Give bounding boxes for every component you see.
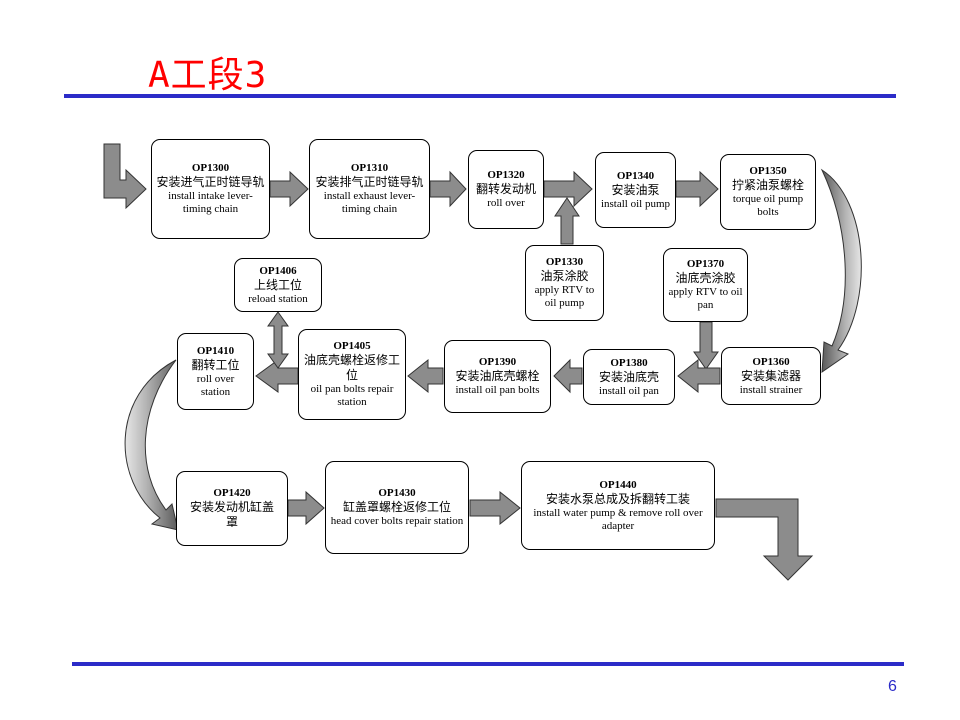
step-op1360: OP1360 安装集滤器 install strainer xyxy=(721,347,821,405)
step-name-en: apply RTV to oil pump xyxy=(534,284,595,309)
step-code: OP1320 xyxy=(487,169,525,181)
arrow-op1390-op1405 xyxy=(407,358,444,394)
arrow-op1370-down xyxy=(693,321,719,370)
arrow-op1310-op1320 xyxy=(429,170,467,208)
step-name-en: head cover bolts repair station xyxy=(330,515,464,527)
step-name-en: install intake lever-timing chain xyxy=(168,190,253,215)
step-name-en: reload station xyxy=(248,292,308,305)
step-name-en: install strainer xyxy=(739,383,803,396)
step-name-cn: 翻转工位 xyxy=(191,357,240,372)
step-op1440: OP1440 安装水泵总成及拆翻转工装 install water pump &… xyxy=(521,461,715,550)
step-code: OP1310 xyxy=(350,162,389,174)
step-name-en: apply RTV to oil pan xyxy=(668,286,743,311)
step-name-cn: 上线工位 xyxy=(253,277,302,292)
step-code: OP1360 xyxy=(752,355,790,368)
step-op1420: OP1420 安装发动机缸盖罩 xyxy=(176,471,288,546)
step-op1330: OP1330 油泵涂胶 apply RTV to oil pump xyxy=(525,245,604,321)
step-name-en: oil pan bolts repair station xyxy=(310,383,394,408)
arrow-op1380-op1390 xyxy=(553,358,583,394)
step-op1380: OP1380 安装油底壳 install oil pan xyxy=(583,349,675,405)
step-code: OP1370 xyxy=(686,258,725,270)
step-name-cn: 安装油底壳 xyxy=(598,369,659,384)
exit-bent-arrow xyxy=(715,498,814,581)
step-code: OP1380 xyxy=(610,356,648,369)
arrow-op1320-op1340 xyxy=(543,170,593,208)
step-name-en: torque oil pump bolts xyxy=(732,193,804,218)
entry-bent-arrow xyxy=(103,143,147,210)
step-op1406: OP1406 上线工位 reload station xyxy=(234,258,322,312)
arrow-op1360-op1380 xyxy=(677,358,721,394)
step-op1370: OP1370 油底壳涂胶 apply RTV to oil pan xyxy=(663,248,748,322)
step-op1430: OP1430 缸盖罩螺栓返修工位 head cover bolts repair… xyxy=(325,461,469,554)
step-code: OP1420 xyxy=(213,487,251,499)
step-op1350: OP1350 拧紧油泵螺栓 torque oil pump bolts xyxy=(720,154,816,230)
step-name-en: install exhaust lever- timing chain xyxy=(323,190,416,215)
step-code: OP1390 xyxy=(478,356,517,368)
arrow-op1300-op1310 xyxy=(269,170,309,208)
step-op1310: OP1310 安装排气正时链导轨 install exhaust lever- … xyxy=(309,139,430,239)
curved-arrow-right xyxy=(820,168,862,374)
step-name-en: install oil pan xyxy=(599,384,659,397)
step-name-en: install oil pump xyxy=(600,197,671,210)
step-op1410: OP1410 翻转工位 roll over station xyxy=(177,333,254,410)
step-op1405: OP1405 油底壳螺栓返修工位 oil pan bolts repair st… xyxy=(298,329,406,420)
step-code: OP1406 xyxy=(259,264,297,277)
step-op1320: OP1320 翻转发动机 roll over xyxy=(468,150,544,229)
step-code: OP1340 xyxy=(616,169,655,182)
step-code: OP1440 xyxy=(599,478,637,491)
step-name-cn: 安装进气正时链导轨 xyxy=(156,175,265,189)
step-op1300: OP1300 安装进气正时链导轨 install intake lever-ti… xyxy=(151,139,270,239)
step-name-cn: 安装发动机缸盖罩 xyxy=(189,500,274,529)
step-name-cn: 油底壳螺栓返修工位 xyxy=(303,353,400,382)
step-name-cn: 翻转发动机 xyxy=(475,182,536,196)
step-name-cn: 拧紧油泵螺栓 xyxy=(731,178,804,192)
step-name-cn: 油泵涂胶 xyxy=(540,269,589,283)
step-op1340: OP1340 安装油泵 install oil pump xyxy=(595,152,676,228)
step-code: OP1300 xyxy=(191,162,230,174)
step-name-cn: 缸盖罩螺栓返修工位 xyxy=(342,500,451,514)
step-op1390: OP1390 安装油底壳螺栓 install oil pan bolts xyxy=(444,340,551,413)
step-code: OP1330 xyxy=(545,256,584,268)
step-name-cn: 安装油底壳螺栓 xyxy=(455,369,540,383)
step-code: OP1430 xyxy=(378,487,416,499)
step-name-cn: 安装排气正时链导轨 xyxy=(315,175,424,189)
arrow-op1330-up xyxy=(554,197,580,245)
step-name-cn: 安装集滤器 xyxy=(740,368,801,383)
arrow-op1430-op1440 xyxy=(469,490,521,526)
step-name-en: roll over station xyxy=(196,372,235,398)
step-code: OP1350 xyxy=(749,165,787,177)
step-code: OP1405 xyxy=(333,340,371,352)
step-code: OP1410 xyxy=(196,344,235,357)
arrow-op1340-op1350 xyxy=(675,170,719,208)
step-name-cn: 安装水泵总成及拆翻转工装 xyxy=(545,491,690,506)
step-name-en: install oil pan bolts xyxy=(455,384,540,396)
step-name-cn: 油底壳涂胶 xyxy=(675,271,736,285)
footer-rule xyxy=(72,662,904,666)
step-name-en: roll over xyxy=(487,197,525,209)
page-number: 6 xyxy=(888,678,897,695)
curved-arrow-left xyxy=(124,359,179,531)
step-name-cn: 安装油泵 xyxy=(611,182,660,197)
page-title: A工段3 xyxy=(148,55,268,96)
title-underline xyxy=(64,94,896,98)
arrow-op1420-op1430 xyxy=(287,490,325,526)
double-arrow-op1406 xyxy=(267,311,289,369)
step-name-en: install water pump & remove roll over ad… xyxy=(533,506,703,532)
